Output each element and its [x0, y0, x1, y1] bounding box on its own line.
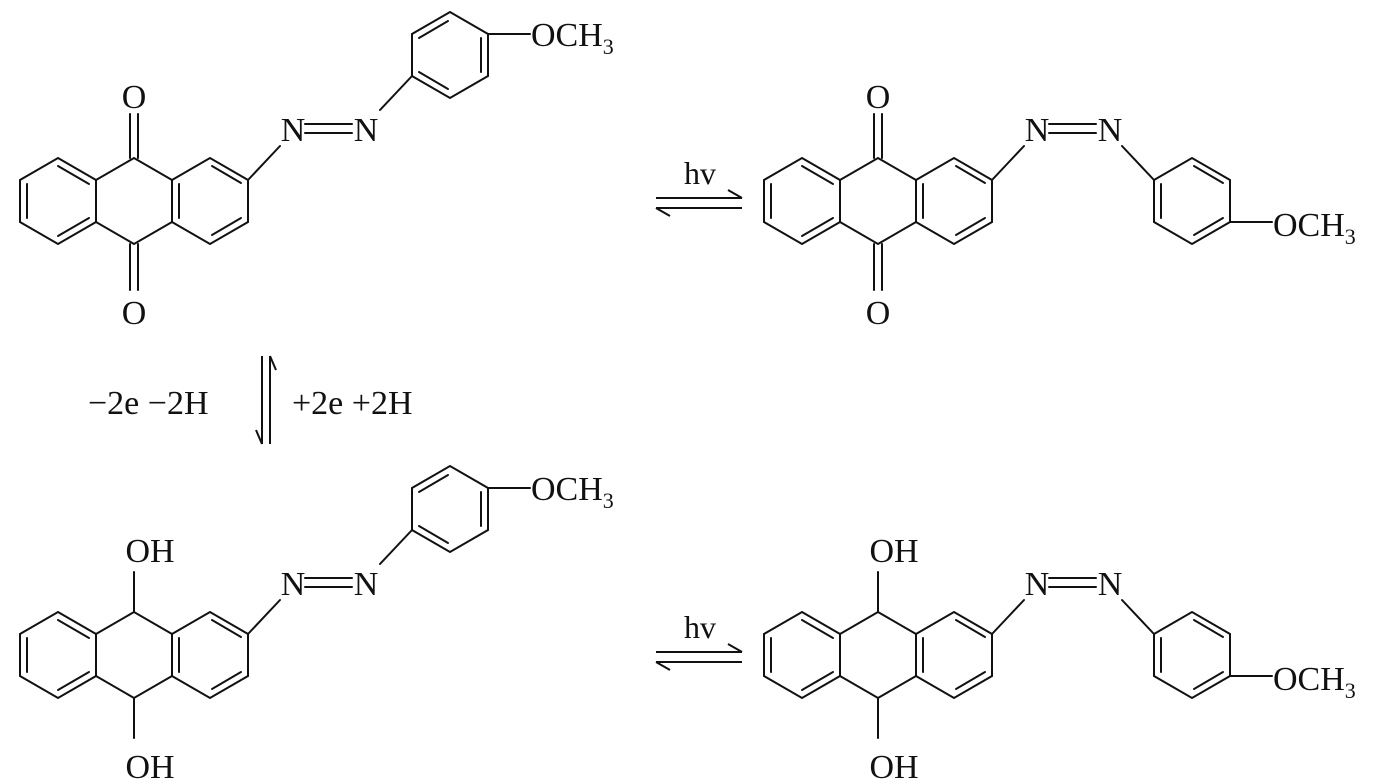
methoxy-group: OCH3 — [1273, 661, 1356, 703]
equilibrium-arrow-top — [655, 189, 743, 217]
carbonyl-oxygen-bottom: O — [866, 295, 891, 332]
methoxy-subscript: 3 — [603, 488, 614, 513]
azo-nitrogen-2: N — [354, 566, 379, 603]
molecule-cis-anthraquinone — [763, 113, 1273, 291]
molecule-trans-anthraquinone — [19, 10, 531, 291]
carbonyl-oxygen-top: O — [866, 79, 891, 116]
azo-nitrogen-1: N — [1025, 566, 1050, 603]
carbonyl-oxygen-top: O — [122, 79, 147, 116]
carbonyl-oxygen-bottom: O — [122, 295, 147, 332]
reduction-label: +2e +2H — [292, 385, 413, 422]
hydroxyl-bottom: OH — [125, 749, 174, 784]
hydroxyl-top: OH — [869, 533, 918, 570]
azo-nitrogen-2: N — [1098, 566, 1123, 603]
light-label-bottom: hv — [684, 609, 716, 645]
redox-arrow — [255, 355, 277, 445]
azo-nitrogen-2: N — [1098, 112, 1123, 149]
light-label-top: hv — [684, 155, 716, 191]
equilibrium-arrow-bottom — [655, 643, 743, 671]
azo-nitrogen-1: N — [281, 112, 306, 149]
methoxy-subscript: 3 — [603, 34, 614, 59]
azo-nitrogen-2: N — [354, 112, 379, 149]
molecule-trans-anthracenediol — [19, 464, 531, 739]
hydroxyl-top: OH — [125, 533, 174, 570]
methoxy-subscript: 3 — [1345, 678, 1356, 703]
methoxy-group: OCH3 — [531, 17, 614, 59]
methoxy-group: OCH3 — [1273, 207, 1356, 249]
molecule-cis-anthracenediol — [763, 571, 1273, 739]
azo-nitrogen-1: N — [1025, 112, 1050, 149]
oxidation-label: −2e −2H — [88, 385, 209, 422]
hydroxyl-bottom: OH — [869, 749, 918, 784]
azo-nitrogen-1: N — [281, 566, 306, 603]
methoxy-subscript: 3 — [1345, 224, 1356, 249]
methoxy-group: OCH3 — [531, 471, 614, 513]
